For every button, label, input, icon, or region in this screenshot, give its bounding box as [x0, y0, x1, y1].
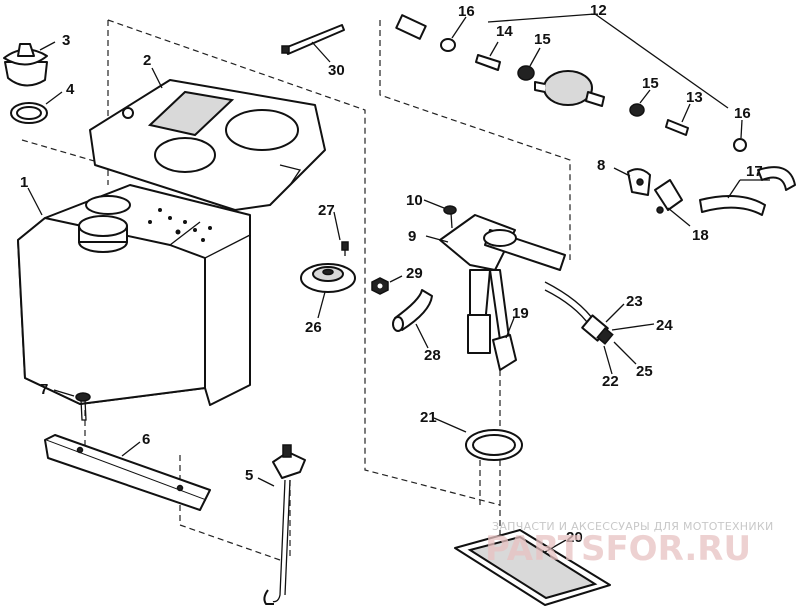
label-part-24: 24 [656, 317, 673, 334]
watermark-logo: PARTSFOR.RU [485, 529, 751, 569]
fuel-gauge-sender [263, 444, 306, 605]
bracket-screw [75, 392, 91, 421]
label-part-16a: 16 [458, 3, 475, 20]
label-part-6: 6 [142, 431, 150, 448]
watermark: ЗАПЧАСТИ И АКСЕССУАРЫ ДЛЯ МОТОТЕХНИКИ PA… [485, 520, 774, 569]
label-part-13: 13 [686, 89, 703, 106]
label-part-18: 18 [692, 227, 709, 244]
label-part-12: 12 [590, 2, 607, 19]
label-part-15b: 15 [642, 75, 659, 92]
pickup-gasket [465, 429, 523, 461]
hose-clamp [627, 168, 651, 196]
cable-tie [281, 24, 345, 55]
label-part-15a: 15 [534, 31, 551, 48]
cap-seal-ring [10, 102, 48, 124]
label-part-9: 9 [408, 228, 416, 245]
label-part-5: 5 [245, 467, 253, 484]
label-part-27: 27 [318, 202, 335, 219]
label-part-29: 29 [406, 265, 423, 282]
label-part-4: 4 [66, 81, 75, 98]
fuel-pickup-assembly [439, 214, 566, 371]
label-part-19: 19 [512, 305, 529, 322]
fuel-cap [3, 43, 48, 87]
label-part-3: 3 [62, 32, 70, 49]
label-part-28: 28 [424, 347, 441, 364]
pickup-screw [443, 205, 457, 229]
label-part-10: 10 [406, 192, 423, 209]
label-part-21: 21 [420, 409, 437, 426]
grommet-screw [341, 241, 349, 256]
vent-hose [392, 289, 433, 332]
tank-top-holes [148, 208, 212, 242]
grommet [300, 263, 356, 293]
wire-connector [544, 281, 614, 345]
label-part-14: 14 [496, 23, 513, 40]
label-part-22: 22 [602, 373, 619, 390]
label-part-16b: 16 [734, 105, 751, 122]
fuel-tank [17, 184, 251, 406]
label-part-23: 23 [626, 293, 643, 310]
label-part-20: 20 [566, 529, 583, 546]
label-part-1: 1 [20, 174, 28, 191]
leader-lines [27, 13, 770, 553]
tank-cover [89, 79, 326, 211]
fuel-hose [699, 166, 796, 216]
label-part-2: 2 [143, 52, 151, 69]
label-part-8: 8 [597, 157, 605, 174]
label-part-17: 17 [746, 163, 763, 180]
watermark-caption: ЗАПЧАСТИ И АКСЕССУАРЫ ДЛЯ МОТОТЕХНИКИ [492, 520, 774, 533]
fuel-line-parts [395, 14, 747, 152]
part-number-labels: 3 4 1 2 30 7 6 5 27 26 28 29 10 9 19 21 … [20, 2, 763, 546]
label-part-30: 30 [328, 62, 345, 79]
connector-clip [654, 179, 683, 214]
label-part-26: 26 [305, 319, 322, 336]
nut [371, 277, 389, 295]
label-part-7: 7 [40, 381, 48, 398]
mounting-bracket [44, 434, 211, 511]
label-part-25: 25 [636, 363, 653, 380]
decal-plate [454, 529, 611, 606]
